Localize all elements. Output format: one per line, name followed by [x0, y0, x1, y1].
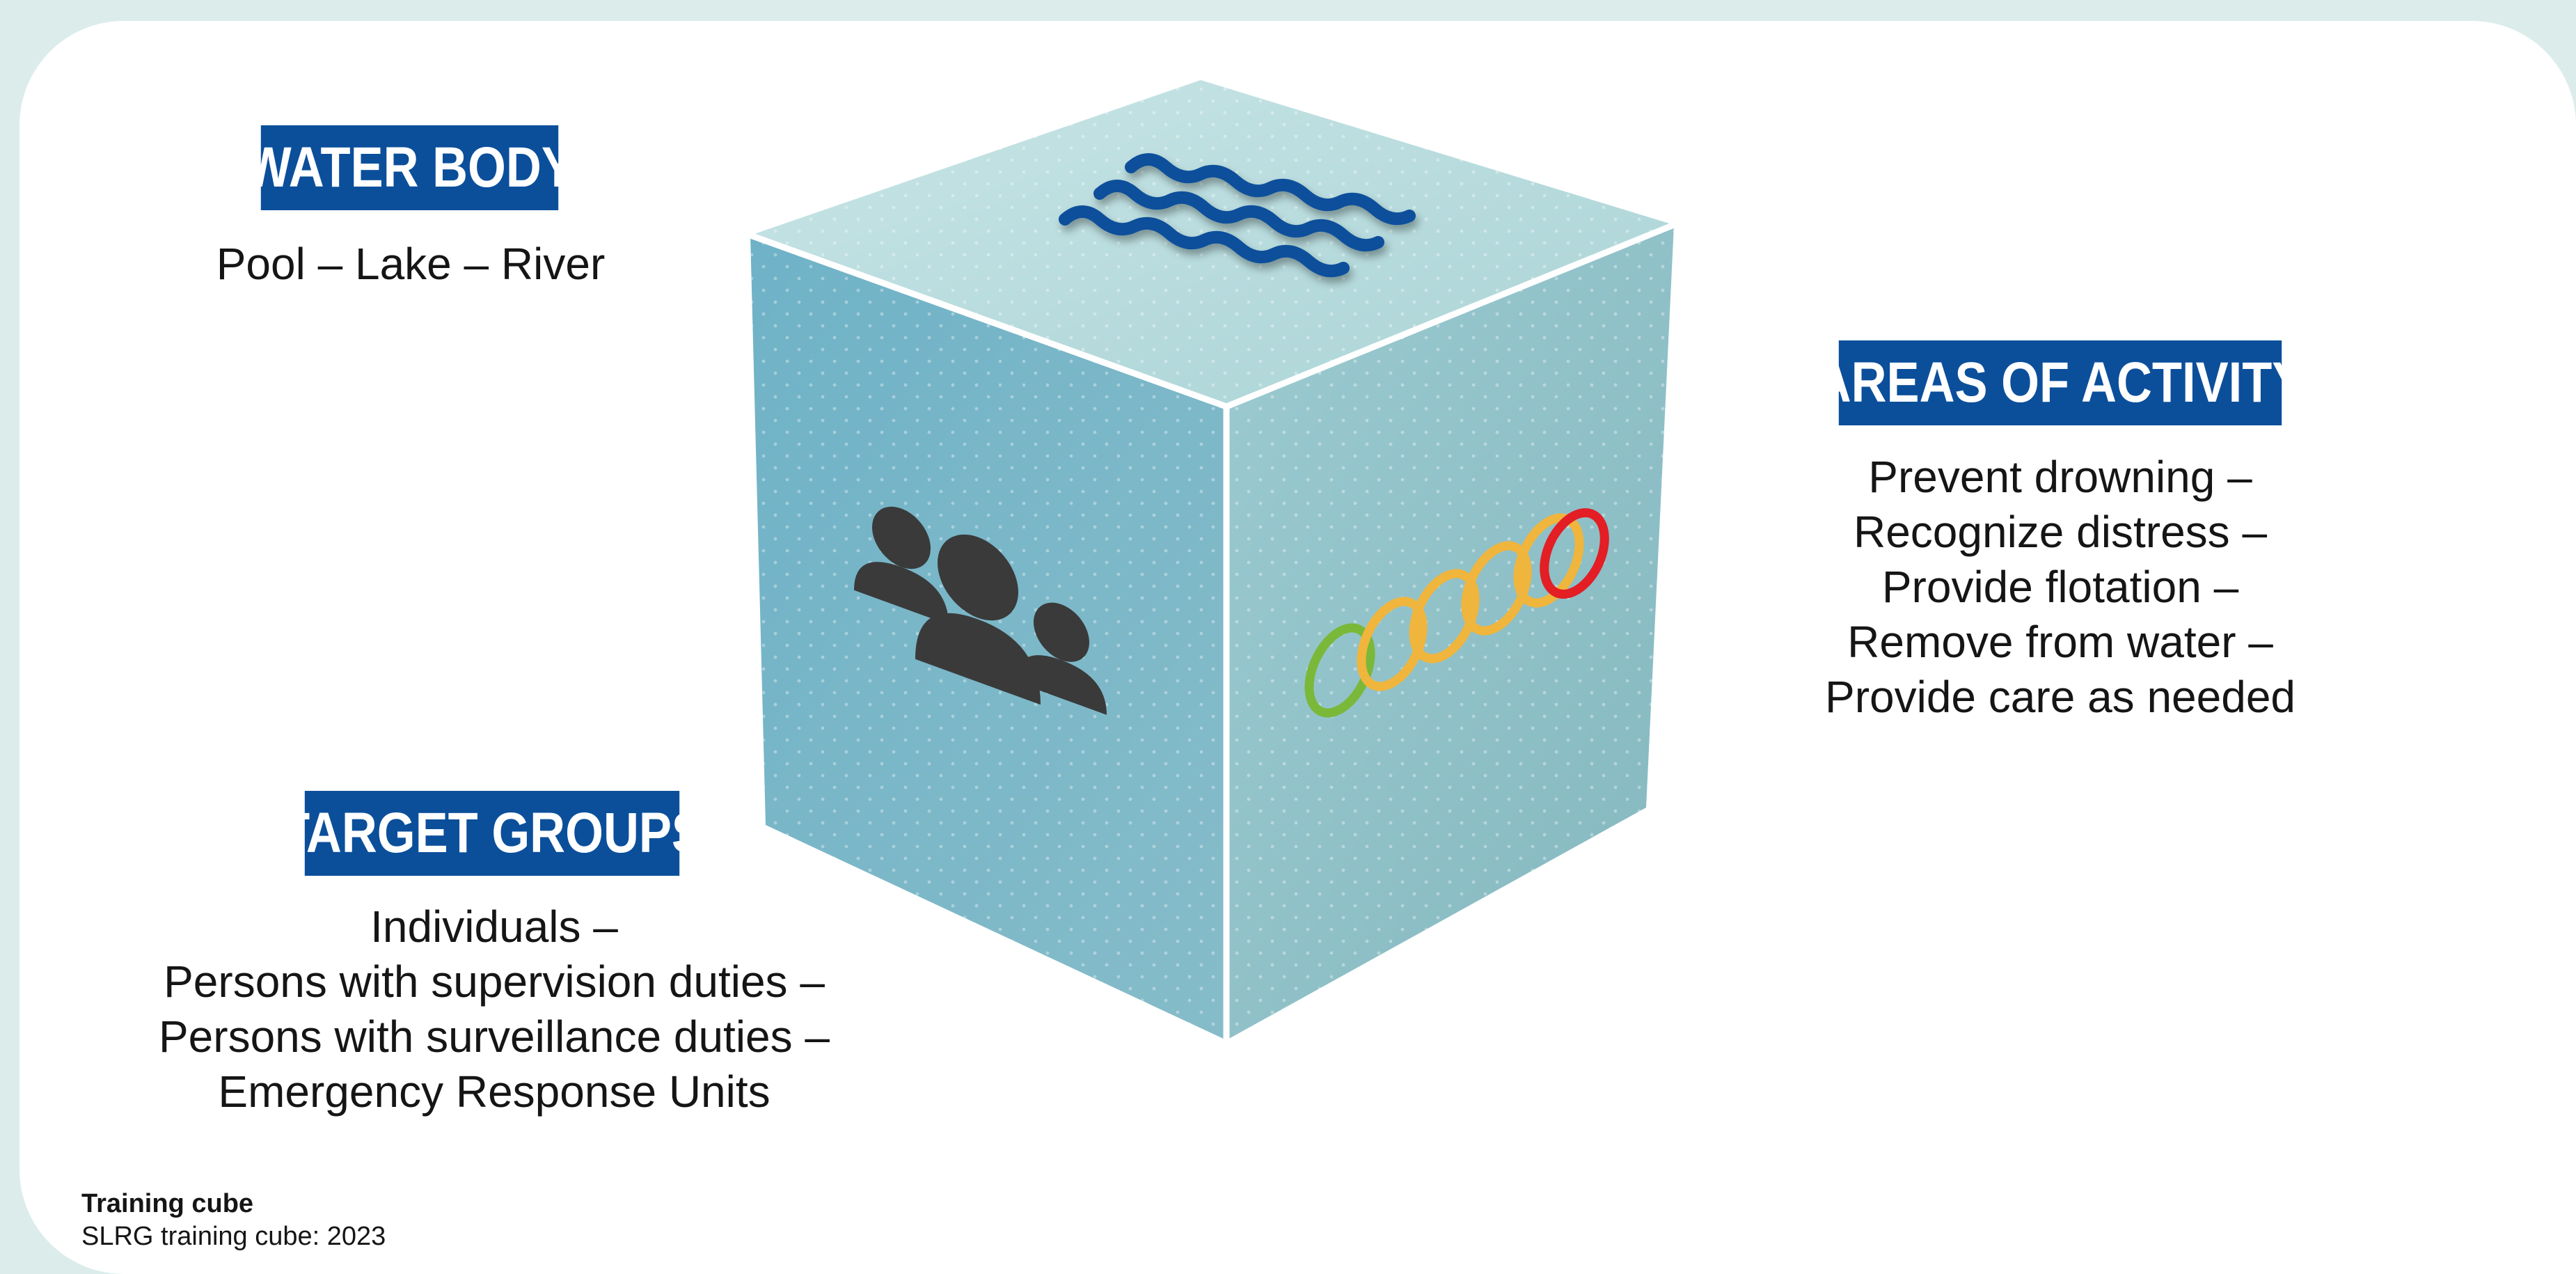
caption-title: Training cube	[81, 1189, 254, 1218]
water-waves-icon	[1059, 153, 1416, 278]
target-group-line-2: Persons with supervision duties –	[164, 957, 825, 1007]
caption-source: SLRG training cube: 2023	[81, 1222, 386, 1251]
target-group-line-3: Persons with surveillance duties –	[158, 1012, 830, 1062]
figure-caption: Training cube SLRG training cube: 2023	[81, 1188, 386, 1253]
water-body-list: Pool – Lake – River	[174, 237, 647, 292]
water-body-line: Pool – Lake – River	[216, 239, 606, 289]
activity-line-4: Remove from water –	[1847, 617, 2273, 667]
activity-line-5: Provide care as needed	[1825, 672, 2296, 722]
activity-line-1: Prevent drowning –	[1868, 452, 2252, 502]
target-groups-list: Individuals – Persons with supervision d…	[111, 899, 877, 1119]
target-group-line-4: Emergency Response Units	[218, 1067, 771, 1117]
activity-line-3: Provide flotation –	[1881, 562, 2239, 612]
target-group-line-1: Individuals –	[370, 902, 618, 952]
areas-of-activity-title: AREAS OF ACTIVITY	[1816, 340, 2305, 425]
chain-rings-icon	[1304, 508, 1609, 718]
activity-line-2: Recognize distress –	[1853, 507, 2268, 557]
water-body-title: WATER BODY	[245, 125, 574, 210]
areas-of-activity-list: Prevent drowning – Recognize distress – …	[1782, 450, 2339, 725]
target-groups-title: TARGET GROUPS	[280, 791, 704, 876]
people-group-icon	[854, 506, 1107, 715]
